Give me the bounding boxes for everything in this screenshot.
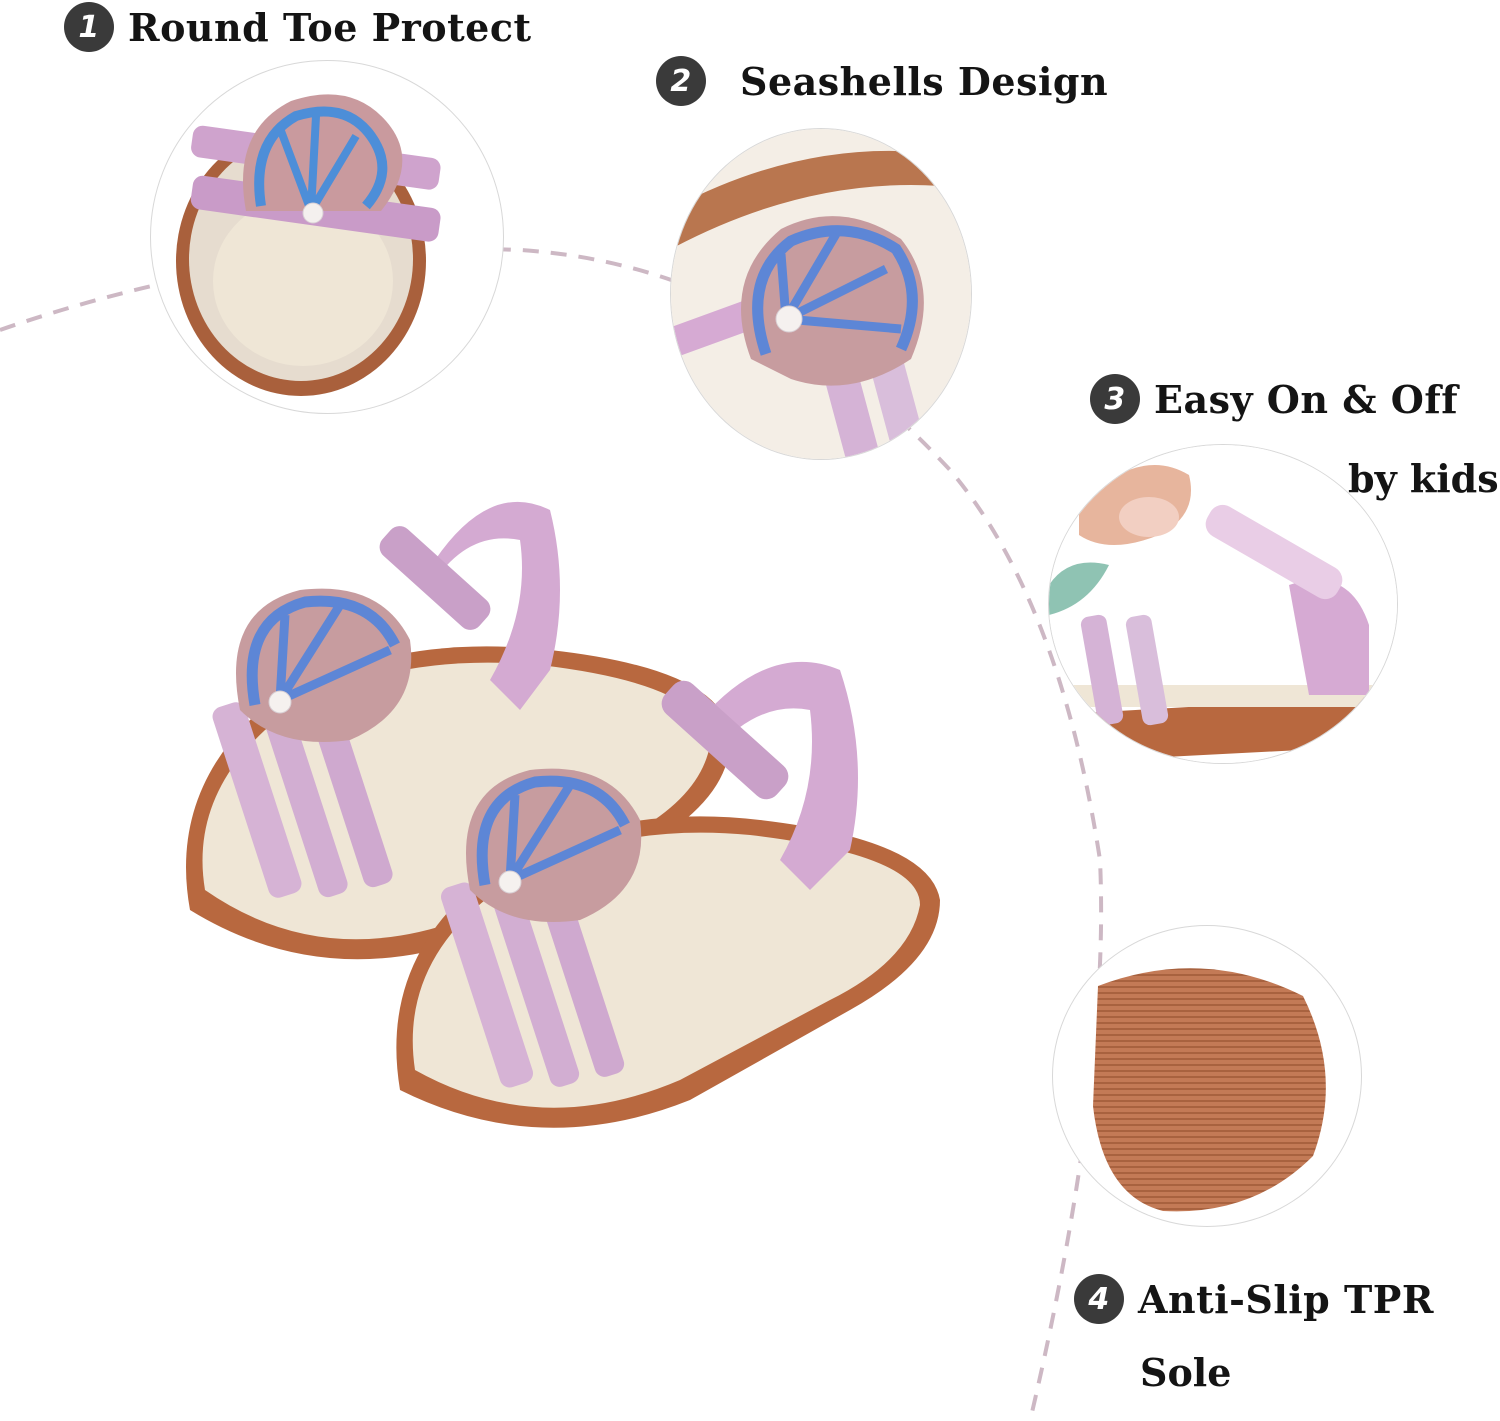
feature-1-title: Round Toe Protect	[128, 4, 532, 50]
feature-4-label: 4 Anti-Slip TPR	[1074, 1274, 1434, 1324]
feature-2-label: 2 Seashells Design	[656, 56, 1108, 106]
feature-1-label: 1 Round Toe Protect	[64, 2, 532, 52]
number-4-badge-icon: 4	[1074, 1274, 1124, 1324]
feature-4-subtitle: Sole	[1140, 1350, 1232, 1395]
feature-2-title: Seashells Design	[740, 58, 1109, 104]
anti-slip-sole-closeup-image	[1052, 925, 1362, 1227]
round-toe-closeup-image	[150, 60, 504, 414]
feature-3-title: Easy On & Off	[1154, 376, 1459, 422]
number-1-badge-icon: 1	[64, 2, 114, 52]
number-2-badge-icon: 2	[656, 56, 706, 106]
seashell-design-closeup-image	[670, 128, 972, 460]
feature-3-label: 3 Easy On & Off	[1090, 374, 1458, 424]
main-product-image	[170, 470, 970, 1130]
number-3-badge-icon: 3	[1090, 374, 1140, 424]
feature-4-title: Anti-Slip TPR	[1138, 1276, 1434, 1322]
easy-on-off-closeup-image	[1048, 444, 1398, 764]
feature-3-subtitle: by kids	[1348, 456, 1499, 501]
